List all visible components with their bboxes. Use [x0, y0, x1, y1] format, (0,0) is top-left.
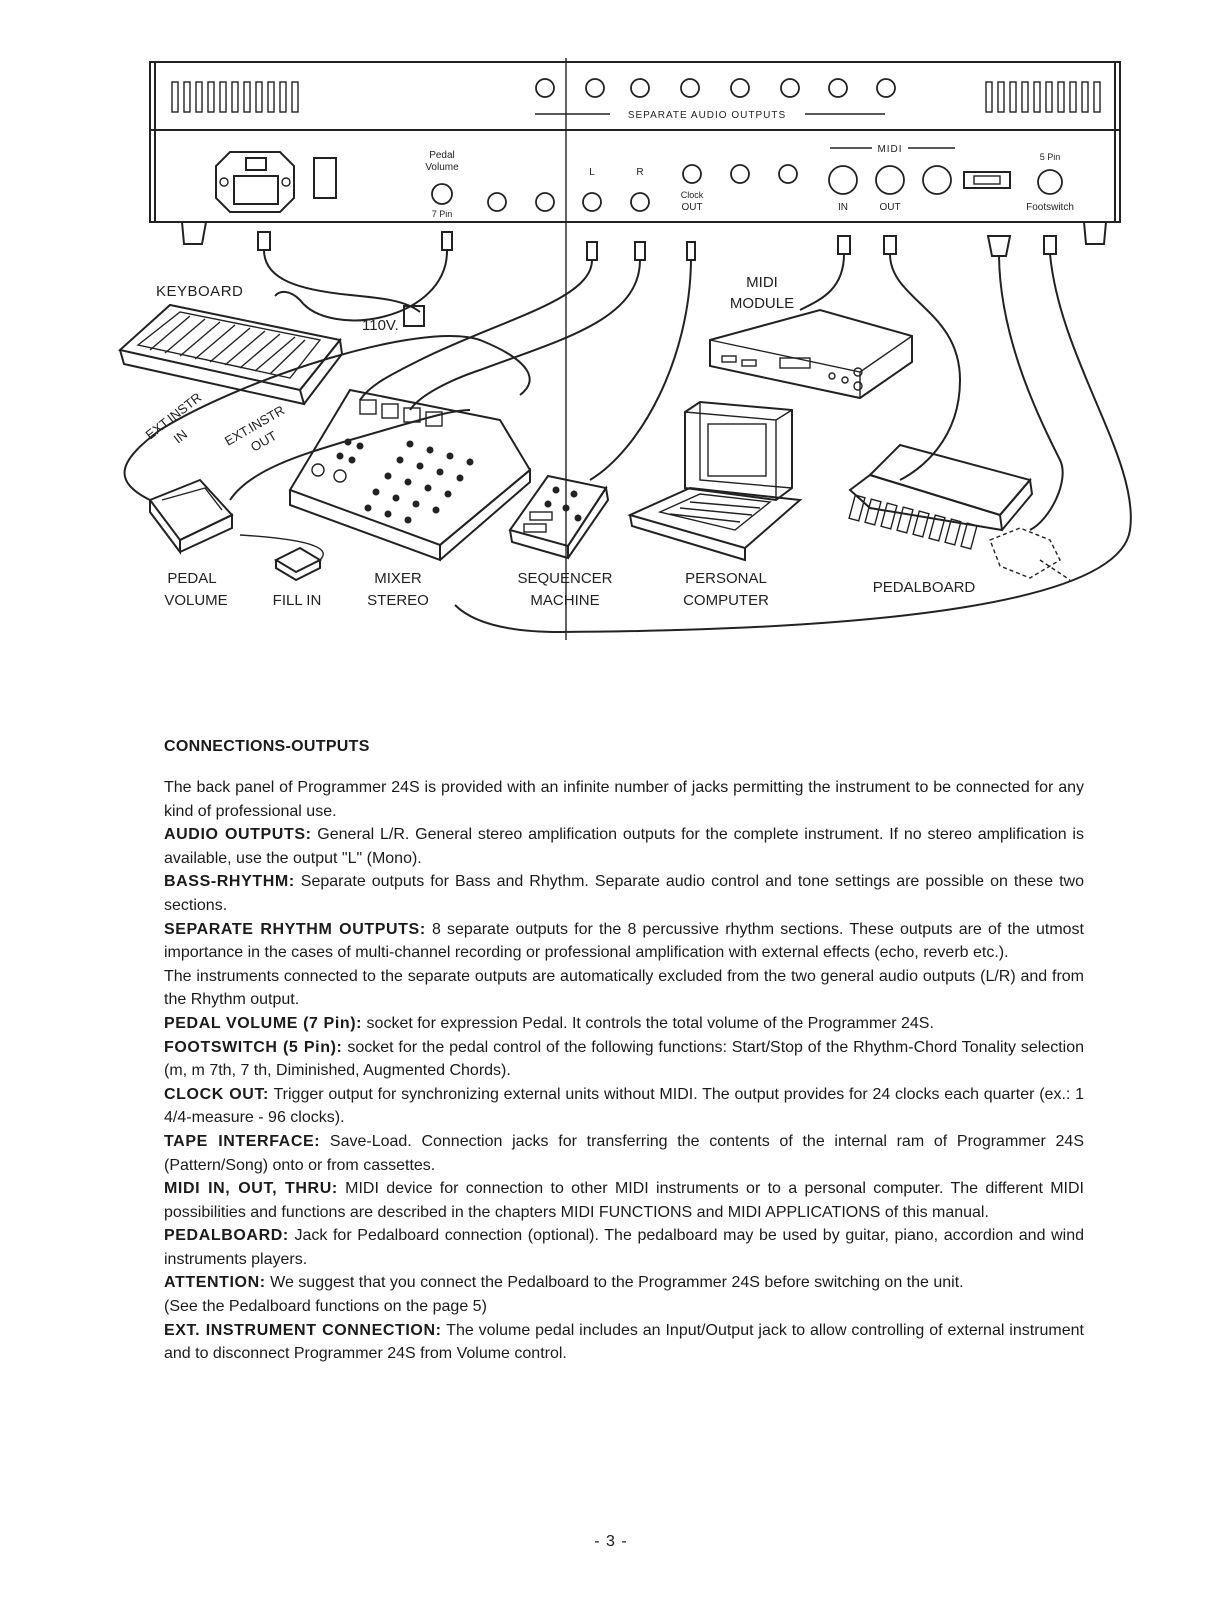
paragraph: SEPARATE RHYTHM OUTPUTS: 8 separate outp…: [164, 918, 1084, 965]
footswitch-label: Footswitch: [1026, 202, 1074, 213]
pedal-volume-label-1: Pedal: [429, 150, 455, 161]
voltage-label: 110V.: [362, 317, 399, 334]
left-label: L: [589, 167, 595, 178]
midi-in-socket: [828, 165, 858, 195]
paragraph-text: Save-Load. Connection jacks for transfer…: [164, 1132, 1085, 1174]
midi-module-device: [709, 308, 913, 400]
paragraph: TAPE INTERFACE: Save-Load. Connection ja…: [164, 1130, 1084, 1177]
right-output-jack: [630, 192, 650, 212]
mixer-label-1: MIXER: [374, 570, 422, 587]
separate-audio-output-jacks: [535, 78, 896, 98]
sequencer-device: [508, 474, 610, 560]
paragraph-heading: BASS-RHYTHM:: [164, 873, 295, 891]
paragraph-text: socket for the pedal control of the foll…: [164, 1038, 1084, 1080]
paragraph-text: MIDI device for connection to other MIDI…: [164, 1180, 1084, 1221]
paragraph-text: 8 separate outputs for the 8 percussive …: [164, 920, 1084, 962]
cables: [123, 249, 1132, 634]
seven-pin-label: 7 Pin: [432, 209, 453, 219]
paragraph-heading: AUDIO OUTPUTS:: [164, 826, 312, 844]
paragraph: The back panel of Programmer 24S is prov…: [164, 776, 1084, 823]
paragraph: The instruments connected to the separat…: [164, 965, 1084, 1012]
paragraph-heading: ATTENTION:: [164, 1274, 266, 1292]
paragraph: AUDIO OUTPUTS: General L/R. General ster…: [164, 823, 1084, 870]
clock-out-jack: [682, 164, 702, 184]
paragraph-heading: MIDI IN, OUT, THRU:: [164, 1180, 338, 1198]
clock-label-2: OUT: [681, 202, 702, 213]
pedal-volume-device-label-2: VOLUME: [164, 592, 227, 609]
midi-out-label: OUT: [879, 202, 900, 213]
connections-diagram: SEPARATE AUDIO OUTPUTS Pedal Volume 7 Pi…: [117, 58, 1132, 640]
paragraph-text: The volume pedal includes an Input/Outpu…: [164, 1321, 1084, 1363]
pedal-volume-socket: [431, 183, 453, 205]
sequencer-label-1: SEQUENCER: [517, 570, 612, 587]
five-pin-label: 5 Pin: [1040, 152, 1061, 162]
paragraph: PEDAL VOLUME (7 Pin): socket for express…: [164, 1012, 1084, 1036]
footswitch-socket: [1037, 169, 1063, 195]
paragraph-text: Separate outputs for Bass and Rhythm. Se…: [164, 873, 1084, 914]
section-title: CONNECTIONS-OUTPUTS: [164, 738, 370, 755]
pedalboard-label: PEDALBOARD: [873, 579, 976, 596]
pedal-volume-device-label-1: PEDAL: [167, 570, 216, 587]
paragraph-text: (See the Pedalboard functions on the pag…: [164, 1298, 487, 1316]
midi-thru-socket: [922, 165, 952, 195]
separate-audio-outputs-label: SEPARATE AUDIO OUTPUTS: [628, 110, 786, 121]
paragraph: MIDI IN, OUT, THRU: MIDI device for conn…: [164, 1177, 1084, 1224]
fill-in-device: [239, 534, 324, 582]
paragraph-heading: EXT. INSTRUMENT CONNECTION:: [164, 1321, 442, 1339]
paragraph-list: The back panel of Programmer 24S is prov…: [164, 776, 1084, 1366]
paragraph-text: General L/R. General stereo amplificatio…: [164, 826, 1084, 867]
paragraph-text: The back panel of Programmer 24S is prov…: [164, 779, 1084, 820]
paragraph-heading: PEDAL VOLUME (7 Pin):: [164, 1014, 363, 1032]
left-vents: [171, 81, 299, 113]
paragraph: EXT. INSTRUMENT CONNECTION: The volume p…: [164, 1319, 1084, 1366]
pedalboard-connector: [963, 171, 1011, 189]
power-plug: [403, 305, 425, 327]
paragraph-heading: TAPE INTERFACE:: [164, 1132, 321, 1150]
mixer-label-2: STEREO: [367, 592, 429, 609]
pedal-volume-device: [148, 478, 234, 555]
ext-instr-in-label-2: IN: [171, 427, 190, 447]
midi-in-label: IN: [838, 202, 848, 213]
mixer-device: [288, 388, 532, 562]
pedalboard-device: [848, 443, 1071, 581]
paragraph-text: We suggest that you connect the Pedalboa…: [265, 1274, 964, 1292]
computer-label-1: PERSONAL: [685, 570, 767, 587]
right-vents: [985, 81, 1101, 113]
paragraph: PEDALBOARD: Jack for Pedalboard connecti…: [164, 1224, 1084, 1271]
pedal-volume-label-2: Volume: [425, 162, 459, 173]
paragraph: ATTENTION: We suggest that you connect t…: [164, 1271, 1084, 1295]
back-panel: SEPARATE AUDIO OUTPUTS Pedal Volume 7 Pi…: [149, 58, 1121, 640]
plugs: [257, 231, 1057, 261]
paragraph-text: socket for expression Pedal. It controls…: [362, 1014, 934, 1032]
page-number: - 3 -: [594, 1533, 628, 1550]
fill-in-label: FILL IN: [273, 592, 322, 609]
paragraph: CLOCK OUT: Trigger output for synchroniz…: [164, 1083, 1084, 1130]
right-label: R: [636, 167, 643, 178]
power-socket: [215, 151, 295, 213]
midi-label: MIDI: [877, 144, 902, 155]
paragraph-heading: PEDALBOARD:: [164, 1227, 289, 1245]
paragraph: FOOTSWITCH (5 Pin): socket for the pedal…: [164, 1036, 1084, 1083]
paragraph: BASS-RHYTHM: Separate outputs for Bass a…: [164, 870, 1084, 917]
power-switch: [313, 157, 337, 199]
paragraph: (See the Pedalboard functions on the pag…: [164, 1295, 1084, 1319]
computer-device: [627, 400, 803, 562]
left-output-jack: [582, 192, 602, 212]
paragraph-text: Trigger output for synchronizing externa…: [164, 1085, 1085, 1127]
paragraph-text: The instruments connected to the separat…: [164, 967, 1084, 1009]
midi-module-label-2: MODULE: [730, 295, 794, 312]
midi-module-label-1: MIDI: [746, 274, 778, 291]
computer-label-2: COMPUTER: [683, 592, 769, 609]
clock-label-1: Clock: [681, 190, 704, 200]
paragraph-heading: SEPARATE RHYTHM OUTPUTS:: [164, 920, 426, 938]
keyboard-label: KEYBOARD: [156, 283, 243, 300]
paragraph-heading: FOOTSWITCH (5 Pin):: [164, 1038, 343, 1056]
midi-out-socket: [875, 165, 905, 195]
paragraph-text: Jack for Pedalboard connection (optional…: [164, 1227, 1084, 1268]
sequencer-label-2: MACHINE: [530, 592, 599, 609]
paragraph-heading: CLOCK OUT:: [164, 1085, 269, 1103]
text-section: CONNECTIONS-OUTPUTS The back panel of Pr…: [164, 738, 1084, 1366]
keyboard-device: [117, 303, 344, 406]
